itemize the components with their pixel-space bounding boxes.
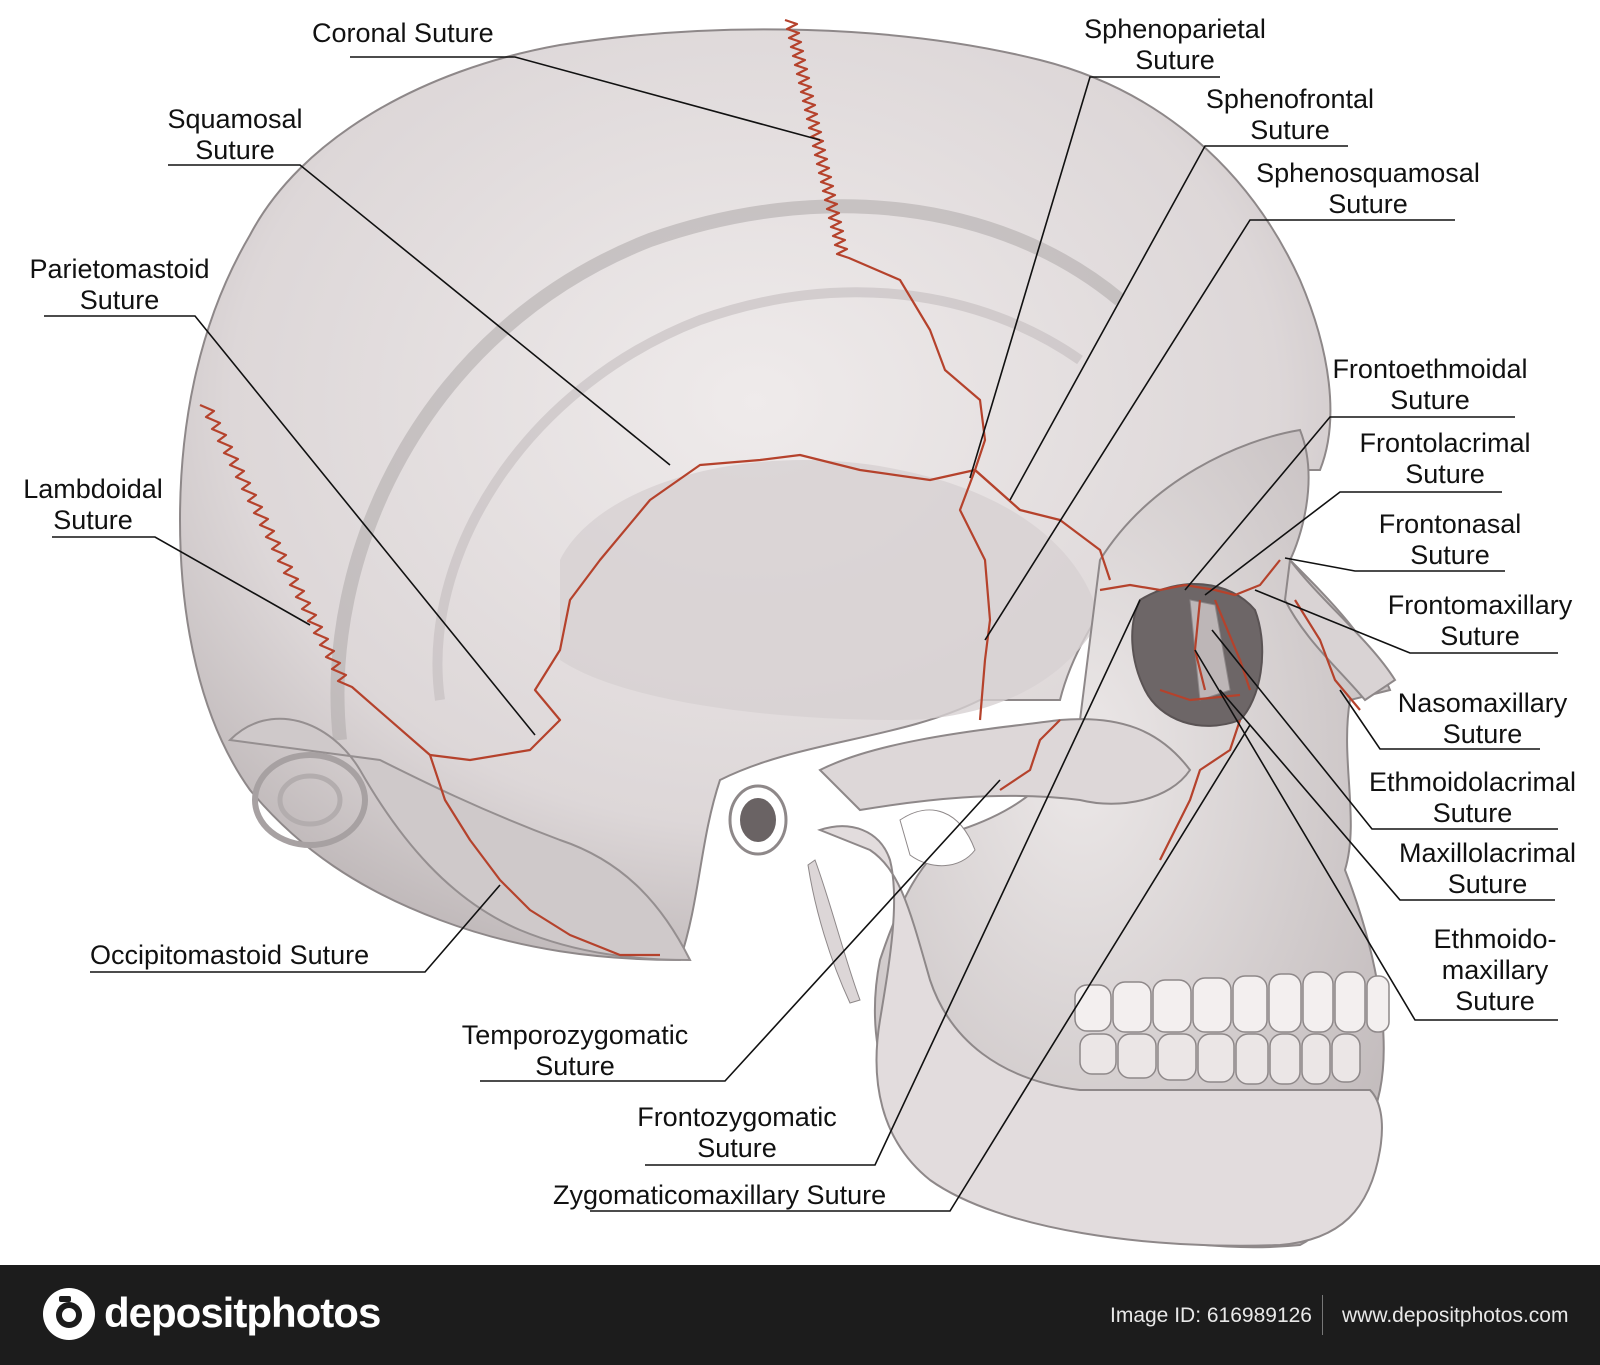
leader-ethmoidolacrimal bbox=[1211, 629, 1558, 830]
label-squamosal-suture: Squamosal Suture bbox=[167, 104, 303, 165]
label-nasomaxillary-suture: Nasomaxillary Suture bbox=[1397, 688, 1568, 749]
skull-illustration bbox=[44, 18, 1558, 1249]
label-maxillolacrimal-suture: Maxillolacrimal Suture bbox=[1398, 838, 1577, 899]
upper-teeth bbox=[1074, 971, 1390, 1033]
occipitomastoid-suture-line bbox=[428, 754, 660, 957]
leader-frontoethmoidal bbox=[1184, 416, 1515, 591]
leader-sphenofrontal bbox=[1009, 145, 1348, 501]
camera-icon bbox=[43, 1288, 95, 1340]
leader-lines bbox=[44, 56, 1558, 1212]
leader-lambdoidal bbox=[52, 536, 311, 626]
label-frontonasal-suture: Frontonasal Suture bbox=[1378, 509, 1522, 570]
zygomaticomaxillary-suture-line bbox=[1159, 719, 1242, 861]
label-ethmoidomaxillary-suture: Ethmoido- maxillary Suture bbox=[1433, 924, 1557, 1016]
nasomaxillary-suture-line bbox=[1294, 599, 1361, 711]
watermark-footer: depositphotos Image ID: 616989126 www.de… bbox=[0, 1265, 1600, 1365]
label-sphenosquamosal-suture: Sphenosquamosal Suture bbox=[1256, 158, 1480, 219]
occipital-boss bbox=[252, 752, 368, 848]
label-frontolacrimal-suture: Frontolacrimal Suture bbox=[1359, 428, 1531, 489]
leader-coronal bbox=[350, 56, 821, 141]
mandible bbox=[817, 825, 1383, 1247]
label-zygomaticomaxillary-suture: Zygomaticomaxillary Suture bbox=[553, 1180, 887, 1210]
squamosal-suture-line bbox=[429, 453, 1021, 762]
leader-occipitomastoid bbox=[90, 884, 501, 973]
leader-temporozygomatic bbox=[480, 779, 1001, 1082]
label-occipitomastoid-suture: Occipitomastoid Suture bbox=[90, 940, 370, 970]
label-parietomastoid-suture: Parietomastoid Suture bbox=[29, 254, 210, 315]
leader-squamosal bbox=[168, 164, 671, 466]
nasal-bone bbox=[1283, 557, 1397, 702]
temporal-line-inner bbox=[432, 287, 1083, 701]
leader-frontozygomatic bbox=[645, 599, 1141, 1166]
leader-zygomaticomaxillary bbox=[590, 724, 1251, 1212]
label-ethmoidolacrimal-suture: Ethmoidolacrimal Suture bbox=[1368, 767, 1577, 828]
temporal-line-outer bbox=[330, 199, 1125, 741]
label-coronal-suture: Coronal Suture bbox=[312, 18, 494, 48]
label-lambdoidal-suture: Lambdoidal Suture bbox=[23, 474, 163, 535]
temporal-fossa bbox=[560, 460, 1100, 720]
label-frontomaxillary-suture: Frontomaxillary Suture bbox=[1387, 590, 1573, 651]
occipital-region bbox=[227, 717, 692, 962]
brand-name: depositphotos bbox=[104, 1289, 381, 1336]
label-frontozygomatic-suture: Frontozygomatic Suture bbox=[637, 1102, 837, 1163]
lower-teeth bbox=[1079, 1033, 1361, 1085]
leader-maxillolacrimal bbox=[1219, 689, 1555, 901]
label-sphenoparietal-suture: Sphenoparietal Suture bbox=[1084, 14, 1266, 75]
image-id: Image ID: 616989126 bbox=[1110, 1304, 1312, 1327]
leader-parietomastoid bbox=[44, 315, 536, 736]
leader-frontomaxillary bbox=[1254, 589, 1558, 654]
acoustic-meatus-rim bbox=[728, 784, 788, 856]
leader-frontolacrimal bbox=[1204, 491, 1502, 596]
coronoid-notch bbox=[899, 809, 976, 867]
label-temporozygomatic-suture: Temporozygomatic Suture bbox=[461, 1020, 689, 1081]
label-frontoethmoidal-suture: Frontoethmoidal Suture bbox=[1332, 354, 1528, 415]
zygomatic-suture-lines bbox=[999, 583, 1186, 791]
skull-diagram: Coronal Suture Squamosal Suture Parietom… bbox=[23, 14, 1577, 1249]
orbit-wall bbox=[1189, 599, 1231, 701]
leader-nasomaxillary bbox=[1339, 689, 1540, 750]
footer-divider bbox=[1322, 1295, 1323, 1335]
leader-frontonasal bbox=[1284, 557, 1505, 572]
label-sphenofrontal-suture: Sphenofrontal Suture bbox=[1205, 84, 1375, 145]
leader-sphenosquamosal bbox=[984, 219, 1455, 641]
lambdoidal-suture-line bbox=[199, 403, 431, 756]
coronal-suture-line bbox=[784, 18, 987, 471]
leader-ethmoidomaxillary bbox=[1194, 649, 1558, 1021]
styloid-process bbox=[807, 859, 861, 1004]
site-url: www.depositphotos.com bbox=[1342, 1304, 1569, 1327]
occipital-boss-inner bbox=[277, 773, 343, 827]
zygomatic-arch bbox=[818, 718, 1192, 812]
acoustic-meatus bbox=[740, 798, 776, 842]
leader-sphenoparietal bbox=[969, 76, 1220, 479]
